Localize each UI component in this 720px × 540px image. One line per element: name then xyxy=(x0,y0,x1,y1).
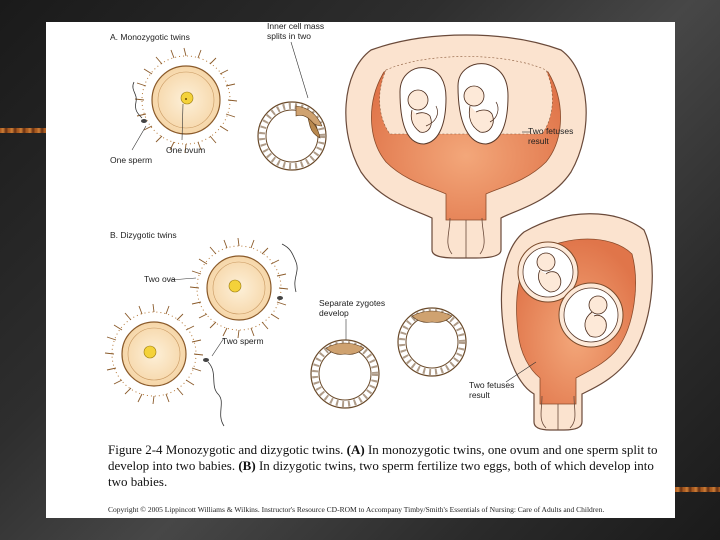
embryo-sac-b-lower xyxy=(558,282,624,348)
caption-text-a: In monozygotic twins, one ovum and one s… xyxy=(108,442,658,473)
sperm-b-lower xyxy=(203,358,225,427)
corona-radiata-b-upper xyxy=(189,237,289,339)
caption-text-b: In dizygotic twins, two sperm fertilize … xyxy=(108,458,654,489)
corona-radiata-a xyxy=(134,47,238,154)
ovum-b-upper xyxy=(196,245,282,331)
embryo-sac-b-upper xyxy=(517,241,579,303)
one-ovum-label: One ovum xyxy=(166,145,205,155)
one-sperm-label: One sperm xyxy=(110,155,152,165)
separate-zygotes-label-line1: Separate zygotes xyxy=(319,298,385,308)
caption-figure-label: Figure 2-4 Monozygotic and dizygotic twi… xyxy=(108,442,344,457)
slide-content-page: A. Monozygotic twins One ovum One sperm xyxy=(46,22,675,518)
inner-cell-mass-label-line2: splits in two xyxy=(267,31,311,41)
right-decorative-rule xyxy=(675,487,720,492)
separate-zygotes-label-line2: develop xyxy=(319,308,349,318)
two-fetuses-b-label-line1: Two fetuses xyxy=(469,380,514,390)
blastocyst-a xyxy=(257,101,327,171)
two-fetuses-a-label-line2: result xyxy=(528,136,549,146)
figure-caption: Figure 2-4 Monozygotic and dizygotic twi… xyxy=(108,442,663,490)
inner-cell-mass-label-line1: Inner cell mass xyxy=(267,22,324,31)
corona-radiata-b-lower xyxy=(104,303,204,405)
ovum-a xyxy=(141,55,231,145)
twins-diagram: A. Monozygotic twins One ovum One sperm xyxy=(104,22,653,431)
sperm-b-upper xyxy=(277,243,298,300)
ovum-b-lower xyxy=(111,311,197,397)
two-sperm-label: Two sperm xyxy=(222,336,264,346)
caption-marker-b: (B) xyxy=(238,458,256,473)
nucleus-a xyxy=(180,91,194,105)
left-decorative-rule xyxy=(0,128,46,133)
caption-marker-a: (A) xyxy=(346,442,365,457)
section-a-title: A. Monozygotic twins xyxy=(110,32,190,42)
two-ova-label: Two ova xyxy=(144,274,176,284)
blastocyst-b-left xyxy=(310,339,380,409)
copyright-notice: Copyright © 2005 Lippincott Williams & W… xyxy=(108,505,605,514)
section-b-title: B. Dizygotic twins xyxy=(110,230,177,240)
two-fetuses-b-label-line2: result xyxy=(469,390,490,400)
embryo-sac-a-right xyxy=(457,63,509,145)
two-fetuses-a-label-line1: Two fetuses xyxy=(528,126,573,136)
embryo-sac-a-left xyxy=(399,67,447,145)
sperm-a xyxy=(132,81,147,123)
blastocyst-b-right xyxy=(397,307,467,377)
